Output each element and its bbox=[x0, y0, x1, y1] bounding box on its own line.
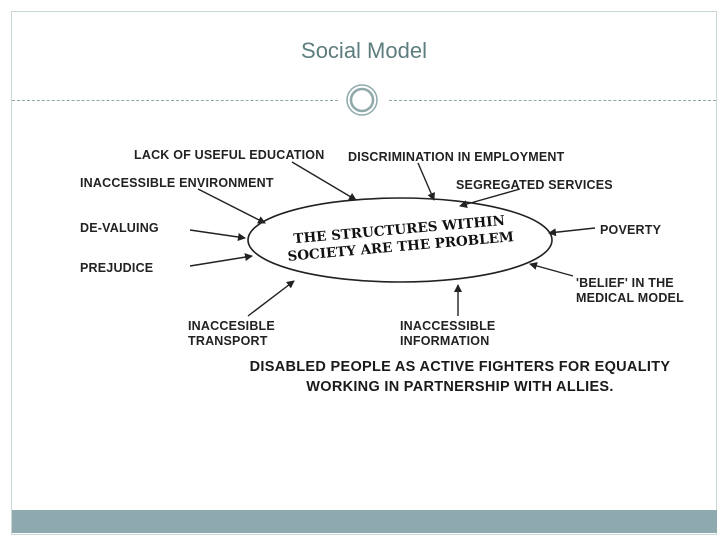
label-belief-medical-model: 'BELIEF' IN THE MEDICAL MODEL bbox=[576, 276, 684, 306]
label-inaccessible-information: INACCESSIBLE INFORMATION bbox=[400, 319, 495, 349]
center-ellipse bbox=[247, 197, 553, 283]
title-divider-left bbox=[12, 100, 338, 101]
arrow-belief-medical-model bbox=[529, 262, 574, 277]
arrow-lack-of-education bbox=[291, 161, 357, 201]
arrow-inaccessible-transport bbox=[247, 280, 295, 317]
circle-ornament-icon bbox=[346, 84, 378, 116]
diagram-tagline: DISABLED PEOPLE AS ACTIVE FIGHTERS FOR E… bbox=[220, 357, 700, 397]
label-inaccessible-environment: INACCESSIBLE ENVIRONMENT bbox=[80, 176, 274, 190]
tagline-line2: WORKING IN PARTNERSHIP WITH ALLIES. bbox=[306, 379, 614, 395]
label-belief-line1: 'BELIEF' IN THE bbox=[576, 276, 674, 290]
label-poverty: POVERTY bbox=[600, 223, 662, 237]
label-de-valuing: DE-VALUING bbox=[80, 221, 159, 235]
arrow-de-valuing bbox=[189, 229, 246, 241]
slide-title: Social Model bbox=[301, 38, 427, 63]
label-prejudice: PREJUDICE bbox=[80, 261, 154, 275]
label-transport-line1: INACCESIBLE bbox=[188, 319, 275, 333]
label-belief-line2: MEDICAL MODEL bbox=[576, 291, 684, 305]
arrow-inaccessible-environment bbox=[197, 188, 266, 224]
diagram-arrows bbox=[189, 161, 596, 317]
label-lack-of-useful-education: LACK OF USEFUL EDUCATION bbox=[134, 148, 325, 162]
label-transport-line2: TRANSPORT bbox=[188, 334, 268, 348]
label-inaccessible-transport: INACCESIBLE TRANSPORT bbox=[188, 319, 275, 349]
arrow-prejudice bbox=[189, 253, 253, 267]
tagline-line1: DISABLED PEOPLE AS ACTIVE FIGHTERS FOR E… bbox=[249, 359, 671, 375]
title-divider-right bbox=[389, 100, 716, 101]
slide-frame bbox=[11, 11, 717, 535]
label-information-line1: INACCESSIBLE bbox=[400, 319, 496, 333]
label-discrimination-in-employment: DISCRIMINATION IN EMPLOYMENT bbox=[348, 150, 565, 164]
social-model-diagram: THE STRUCTURES WITHIN SOCIETY ARE THE PR… bbox=[60, 128, 700, 473]
footer-bar bbox=[12, 510, 717, 533]
label-segregated-services: SEGREGATED SERVICES bbox=[456, 178, 613, 192]
arrow-segregated-services bbox=[459, 188, 521, 208]
arrow-poverty bbox=[548, 227, 596, 237]
arrow-discrimination bbox=[417, 162, 435, 201]
label-information-line2: INFORMATION bbox=[400, 334, 490, 348]
